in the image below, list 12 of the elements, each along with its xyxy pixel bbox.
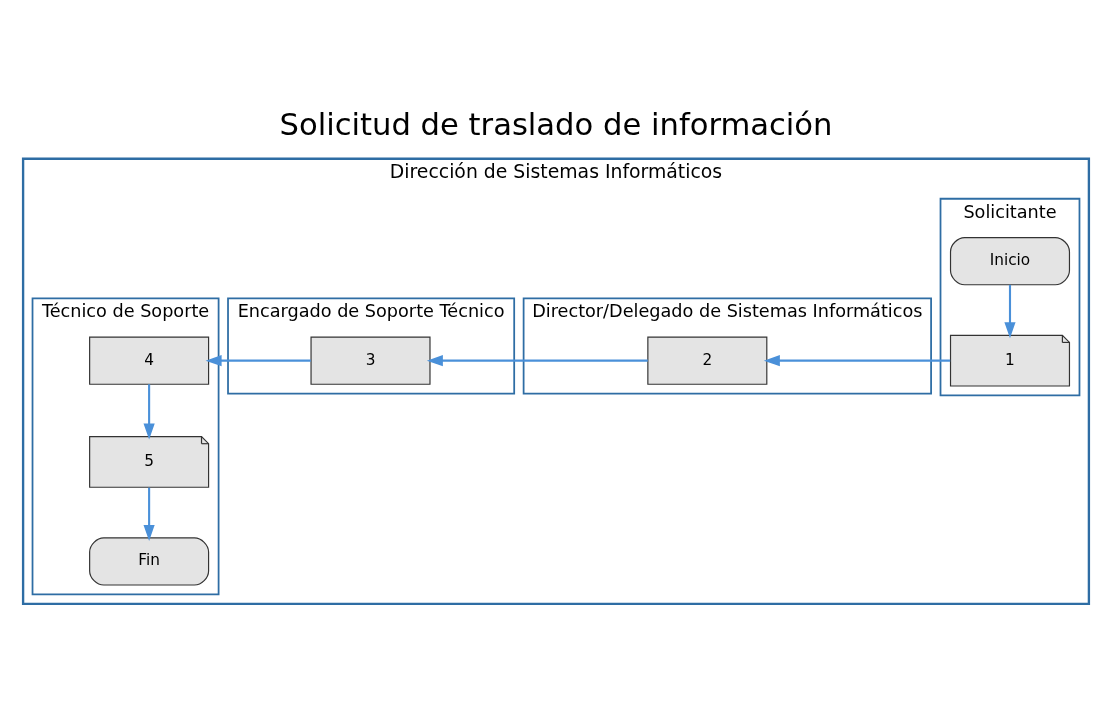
node-box: 3 — [310, 336, 431, 385]
arrow — [205, 354, 311, 366]
arrow — [763, 354, 951, 366]
node-box: Fin — [89, 536, 210, 586]
node-box: 2 — [647, 336, 768, 385]
node-box: 4 — [89, 336, 210, 385]
arrow — [1004, 284, 1016, 338]
node-box: Inicio — [949, 236, 1071, 285]
diagram-title: Solicitud de traslado de información — [279, 106, 833, 142]
arrow — [426, 354, 648, 366]
arrow — [143, 487, 155, 541]
arrow — [143, 383, 155, 440]
